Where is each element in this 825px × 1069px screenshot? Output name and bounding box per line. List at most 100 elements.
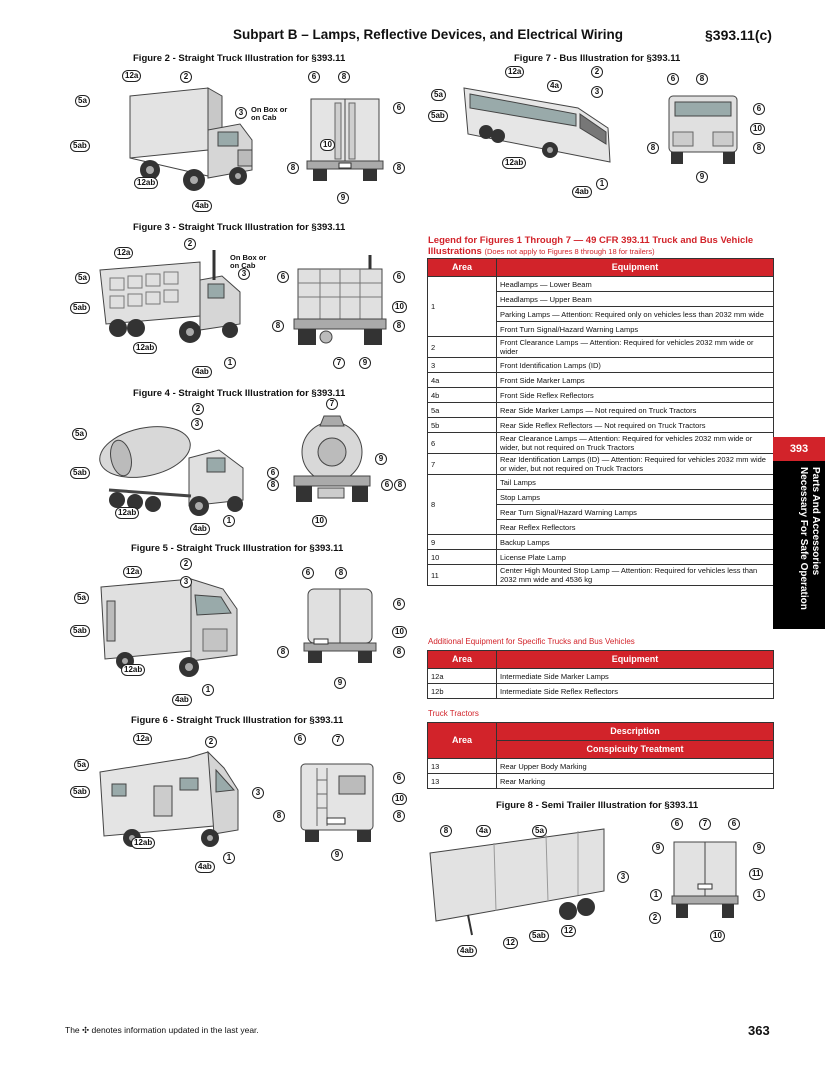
callout-marker: 6 <box>267 467 279 479</box>
equipment-cell: Front Side Marker Lamps <box>496 372 774 388</box>
callout-marker: 6 <box>381 479 393 491</box>
callout-marker: 2 <box>184 238 196 250</box>
equipment-cell: Front Identification Lamps (ID) <box>496 357 774 373</box>
callout-marker: 1 <box>224 357 236 369</box>
callout-marker: 8 <box>647 142 659 154</box>
equipment-cell: Tail Lamps <box>496 474 774 490</box>
figure-7-bus-rear-illustration <box>668 95 738 164</box>
truck-tractors-table: Area Description Conspicuity Treatment 1… <box>427 722 774 789</box>
figure-7-caption: Figure 7 - Bus Illustration for §393.11 <box>514 53 681 64</box>
callout-marker: 1 <box>202 684 214 696</box>
callout-marker: 12ab <box>502 157 527 169</box>
callout-marker: 8 <box>272 320 284 332</box>
description-header: Description <box>496 722 774 741</box>
callout-marker: 1 <box>223 515 235 527</box>
description-cell: Rear Marking <box>496 773 774 789</box>
callout-marker: 4a <box>547 80 562 92</box>
callout-marker: 7 <box>332 734 344 746</box>
callout-marker: 5a <box>74 759 89 771</box>
area-cell: 12b <box>427 683 497 699</box>
callout-marker: 5ab <box>70 467 90 479</box>
callout-marker: 11 <box>749 868 764 880</box>
callout-marker: 8 <box>393 162 405 174</box>
callout-marker: 5a <box>74 592 89 604</box>
area-cell: 3 <box>427 357 497 373</box>
equipment-cell: Front Turn Signal/Hazard Warning Lamps <box>496 321 774 337</box>
area-cell: 2 <box>427 336 497 358</box>
equipment-cell: Rear Side Marker Lamps — Not required on… <box>496 402 774 418</box>
area-cell: 12a <box>427 668 497 684</box>
callout-marker: 9 <box>337 192 349 204</box>
callout-marker: 6 <box>728 818 740 830</box>
callout-marker: 12a <box>133 733 153 745</box>
callout-marker: 3 <box>238 268 250 280</box>
section-tab: 393 Parts And Accessories Necessary For … <box>773 437 825 629</box>
callout-marker: 3 <box>617 871 629 883</box>
equipment-header: Equipment <box>496 650 774 669</box>
callout-marker: 7 <box>333 357 345 369</box>
callout-marker: 3 <box>191 418 203 430</box>
area-cell: 10 <box>427 549 497 565</box>
callout-marker: 6 <box>393 598 405 610</box>
callout-marker: 6 <box>671 818 683 830</box>
callout-marker: 10 <box>392 793 407 805</box>
callout-marker: 3 <box>252 787 264 799</box>
callout-marker: 5a <box>532 825 547 837</box>
callout-marker: 9 <box>359 357 371 369</box>
figure-3-dump-truck-side-illustration <box>99 250 241 343</box>
figure-5-caption: Figure 5 - Straight Truck Illustration f… <box>131 543 344 554</box>
callout-marker: 9 <box>753 842 765 854</box>
callout-marker: 4ab <box>190 523 210 535</box>
legend-title: Legend for Figures 1 Through 7 — 49 CFR … <box>428 235 773 257</box>
callout-marker: 8 <box>393 810 405 822</box>
callout-marker: 8 <box>440 825 452 837</box>
callout-marker: 12ab <box>115 507 140 519</box>
figure-4-mixer-truck-side-illustration <box>99 426 244 516</box>
additional-equipment-title: Additional Equipment for Specific Trucks… <box>428 637 635 646</box>
equipment-cell: Rear Clearance Lamps — Attention: Requir… <box>496 432 774 454</box>
area-cell: 9 <box>427 534 497 550</box>
callout-marker: 2 <box>591 66 603 78</box>
callout-marker: 5ab <box>70 786 90 798</box>
callout-marker: 4ab <box>572 186 592 198</box>
area-cell: 4a <box>427 372 497 388</box>
callout-marker: 2 <box>180 71 192 83</box>
callout-marker: 8 <box>393 320 405 332</box>
callout-marker: 8 <box>267 479 279 491</box>
callout-marker: 8 <box>277 646 289 658</box>
callout-marker: 6 <box>393 102 405 114</box>
callout-marker: 8 <box>393 646 405 658</box>
area-cell: 13 <box>427 773 497 789</box>
figure-2-caption: Figure 2 - Straight Truck Illustration f… <box>133 53 346 64</box>
callout-marker: 8 <box>696 73 708 85</box>
page-number: 363 <box>748 1023 770 1038</box>
section-number: §393.11(c) <box>705 27 772 43</box>
equipment-cell: Rear Side Reflex Reflectors — Not requir… <box>496 417 774 433</box>
callout-marker: 4ab <box>172 694 192 706</box>
callout-marker: 12 <box>561 925 576 937</box>
callout-marker: 7 <box>699 818 711 830</box>
callout-marker: 5ab <box>70 625 90 637</box>
figure-8-caption: Figure 8 - Semi Trailer Illustration for… <box>496 800 699 811</box>
figure-8-semi-trailer-side-illustration <box>429 828 605 936</box>
equipment-cell: Intermediate Side Marker Lamps <box>496 668 774 684</box>
area-cell: 11 <box>427 564 497 586</box>
callout-marker: 6 <box>277 271 289 283</box>
callout-marker: 1 <box>223 852 235 864</box>
footer-note: The ✣ denotes information updated in the… <box>65 1025 259 1035</box>
callout-marker: 10 <box>750 123 765 135</box>
callout-marker: 8 <box>394 479 406 491</box>
callout-marker: 9 <box>652 842 664 854</box>
callout-marker: 10 <box>312 515 327 527</box>
